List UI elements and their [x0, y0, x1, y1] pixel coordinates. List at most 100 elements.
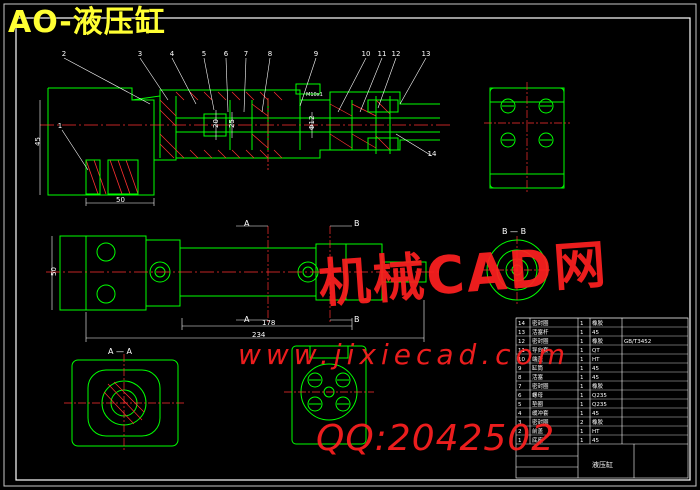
watermark-url: www.jixiecad.com	[238, 338, 570, 371]
dim-bore-a: 20	[212, 119, 220, 128]
sheet-border	[3, 3, 697, 487]
table-cell-qty: 1	[580, 438, 584, 444]
table-cell-name: 活塞	[532, 373, 544, 381]
table-cell-no: 2	[518, 429, 522, 435]
part-balloon-6: 6	[224, 50, 229, 58]
dim-plan-height: 50	[50, 267, 58, 276]
part-balloon-2: 2	[62, 50, 66, 58]
section-mark-a-bottom: A	[244, 315, 250, 324]
section-title-aa: A — A	[108, 347, 133, 356]
table-cell-name: 缸筒	[532, 364, 544, 372]
section-mark-b-top: B	[354, 219, 360, 228]
dim-port: M10x1	[306, 92, 323, 98]
table-cell-name: 端盖	[532, 355, 544, 363]
part-balloon-14: 14	[428, 150, 437, 158]
dim-overall: 234	[252, 331, 266, 339]
section-mark-a-top: A	[244, 219, 250, 228]
table-cell-qty: 1	[580, 402, 584, 408]
table-cell-mat: 橡胶	[592, 382, 604, 390]
table-cell-name: 前盖	[532, 427, 544, 435]
table-cell-mat: 橡胶	[592, 418, 604, 426]
table-cell-qty: 1	[580, 357, 584, 363]
table-cell-qty: 1	[580, 384, 584, 390]
front-section-view	[39, 83, 450, 206]
part-balloon-13: 13	[422, 50, 431, 58]
section-title-bb: B — B	[502, 227, 526, 236]
table-cell-name: 导向套	[532, 346, 549, 354]
dimension-texts: 45 50 20 25 Φ12 M10x1 50 178 234	[34, 92, 323, 339]
table-cell-no: 11	[518, 348, 525, 354]
table-cell-name: 缓冲套	[532, 409, 549, 417]
part-balloon-5: 5	[202, 50, 206, 58]
end-view-right	[484, 82, 570, 194]
page-title: AO-液压缸	[8, 5, 166, 40]
table-cell-no: 4	[518, 411, 522, 417]
part-balloon-8: 8	[268, 50, 272, 58]
table-cell-mat: 45	[592, 366, 599, 372]
table-cell-mat: 45	[592, 438, 599, 444]
plan-view	[46, 225, 440, 342]
table-cell-mat: 45	[592, 330, 599, 336]
table-cell-no: 9	[518, 366, 522, 372]
end-view-bottom	[284, 345, 374, 445]
leader-lines	[61, 57, 433, 171]
part-balloon-1: 1	[58, 122, 62, 130]
part-balloon-3: 3	[138, 50, 142, 58]
table-cell-name: 活塞杆	[532, 328, 549, 336]
table-cell-no: 10	[518, 357, 525, 363]
table-cell-mat: 橡胶	[592, 337, 604, 345]
title-block	[515, 317, 689, 479]
table-cell-qty: 1	[580, 321, 584, 327]
section-bb-view	[482, 236, 552, 304]
part-balloon-9: 9	[314, 50, 318, 58]
table-cell-name: 螺母	[532, 391, 544, 399]
watermark-qq: QQ:2042502	[316, 418, 556, 459]
section-aa-view	[64, 354, 186, 452]
table-cell-no: 12	[518, 339, 525, 345]
part-balloon-11: 11	[378, 50, 387, 58]
table-cell-mat: Q235	[592, 393, 607, 399]
table-cell-name: 垫圈	[532, 400, 544, 408]
table-cell-no: 5	[518, 402, 522, 408]
table-cell-no: 8	[518, 375, 522, 381]
table-cell-no: 14	[518, 321, 525, 327]
table-cell-mat: QT	[592, 348, 600, 354]
dim-bore-b: 25	[228, 119, 236, 128]
table-cell-qty: 2	[580, 420, 584, 426]
table-cell-qty: 1	[580, 348, 584, 354]
part-balloon-12: 12	[392, 50, 401, 58]
table-cell-qty: 1	[580, 375, 584, 381]
table-cell-qty: 1	[580, 411, 584, 417]
table-cell-no: 13	[518, 330, 525, 336]
section-mark-b-bottom: B	[354, 315, 360, 324]
dim-rod: Φ12	[308, 116, 316, 130]
table-cell-mat: 橡胶	[592, 319, 604, 327]
dim-base-width: 50	[116, 196, 125, 204]
table-cell-mat: Q235	[592, 402, 607, 408]
table-cell-qty: 1	[580, 366, 584, 372]
table-cell-name: 密封圈	[532, 382, 549, 390]
dim-stroke: 178	[262, 319, 275, 327]
table-cell-name: 密封圈	[532, 418, 549, 426]
table-cell-no: 6	[518, 393, 522, 399]
drawing-frame	[15, 17, 691, 481]
title-block-drawing-name: 液压缸	[592, 460, 613, 469]
table-cell-qty: 1	[580, 339, 584, 345]
table-cell-mat: HT	[592, 429, 600, 435]
table-cell-mat: 45	[592, 375, 599, 381]
table-cell-name: 密封圈	[532, 319, 549, 327]
part-balloon-4: 4	[170, 50, 175, 58]
table-cell-name: 密封圈	[532, 337, 549, 345]
table-cell-mat: 45	[592, 411, 599, 417]
table-cell-qty: 1	[580, 429, 584, 435]
table-cell-note: GB/T3452	[624, 339, 651, 345]
table-cell-qty: 1	[580, 330, 584, 336]
part-balloon-10: 10	[362, 50, 371, 58]
part-balloon-7: 7	[244, 50, 248, 58]
table-cell-no: 3	[518, 420, 522, 426]
table-cell-name: 底座	[532, 436, 544, 444]
section-label-texts: A A B B A — A B — B	[108, 219, 526, 356]
